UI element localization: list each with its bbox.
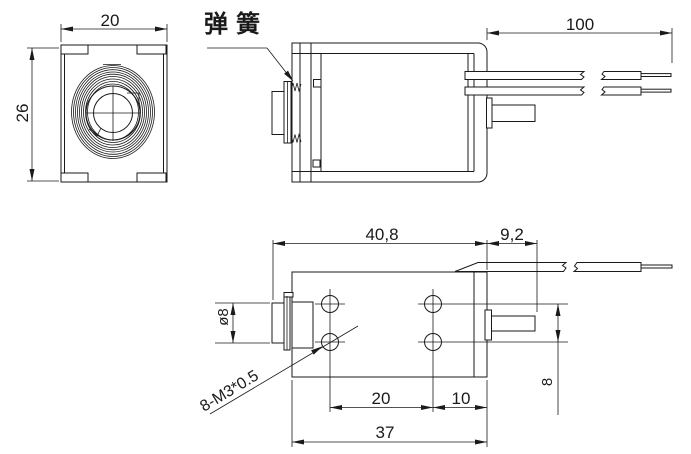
rear-tab	[491, 104, 536, 122]
front-notch	[60, 172, 89, 183]
mounting-hole	[424, 295, 442, 313]
dimension-shaft-extension: 9,2	[487, 225, 538, 312]
dimension-body-length: 40,8	[272, 225, 488, 300]
front-notch	[136, 172, 167, 183]
bobbin-clip	[312, 159, 321, 168]
plunger-flange-tick	[283, 292, 294, 298]
plunger-head-side	[271, 91, 285, 135]
rear-tab-flange-bottom	[484, 309, 492, 341]
dim-text-100: 100	[566, 15, 594, 34]
mounting-hole	[424, 333, 442, 351]
side-view: 弹簧 100	[204, 10, 673, 183]
key-notch	[88, 127, 102, 137]
dim-text-10: 10	[452, 389, 471, 408]
wire-upper-tip	[640, 73, 672, 77]
dimension-row-pitch: 8	[539, 304, 561, 415]
dim-text-26: 26	[13, 104, 32, 123]
dimension-lead-length: 100	[486, 15, 673, 63]
spring-label: 弹簧	[204, 10, 268, 38]
bottom-view: 40,8 9,2 ø8 8-M3*0.5	[197, 225, 673, 447]
spring-coil-top	[290, 82, 302, 93]
front-body-outline	[60, 44, 168, 183]
dim-text-40-8: 40,8	[365, 225, 398, 244]
dimension-overall-length: 37	[291, 380, 488, 447]
front-notch	[60, 44, 89, 55]
rear-tab-flange	[486, 97, 493, 129]
wire-lower-tip	[640, 88, 672, 93]
dim-text-9-2: 9,2	[500, 225, 524, 244]
dim-text-20: 20	[101, 11, 120, 30]
front-notch	[136, 44, 167, 55]
dim-text-37: 37	[376, 423, 395, 442]
wire-upper-seg1	[464, 71, 586, 80]
coil-spiral	[71, 64, 155, 159]
dimension-plunger-diameter: ø8	[215, 302, 270, 344]
rear-tab-bottom	[491, 315, 536, 332]
side-body-outline	[291, 42, 488, 183]
wire-upper-seg2	[600, 71, 642, 80]
dim-text-20b: 20	[372, 389, 391, 408]
mounting-hole	[321, 333, 339, 351]
thread-callout-text: 8-M3*0.5	[197, 367, 261, 415]
dim-text-8: 8	[539, 378, 556, 386]
spring-coil-bottom	[290, 132, 302, 143]
wire-lower-seg1	[464, 86, 586, 96]
wire-lower-seg2	[600, 86, 642, 96]
dimension-front-width: 20	[60, 11, 168, 42]
lead-wires	[464, 71, 672, 96]
front-view: 20 26	[13, 11, 168, 183]
dimension-front-height: 26	[13, 47, 59, 182]
mounting-hole	[321, 295, 339, 313]
plunger-head-bottom	[271, 302, 285, 344]
dimension-edge-offset: 10	[433, 389, 487, 410]
key-step	[127, 92, 140, 104]
dimension-hole-pitch: 20	[330, 389, 433, 410]
centerlines	[315, 289, 568, 412]
dim-text-dia8: ø8	[215, 308, 232, 326]
bracket-outline	[291, 271, 488, 378]
bobbin-clip	[313, 79, 322, 88]
spring-callout: 弹簧	[204, 10, 294, 82]
plunger-stop-bottom	[291, 301, 314, 349]
lead-wire-bottom	[454, 262, 673, 272]
